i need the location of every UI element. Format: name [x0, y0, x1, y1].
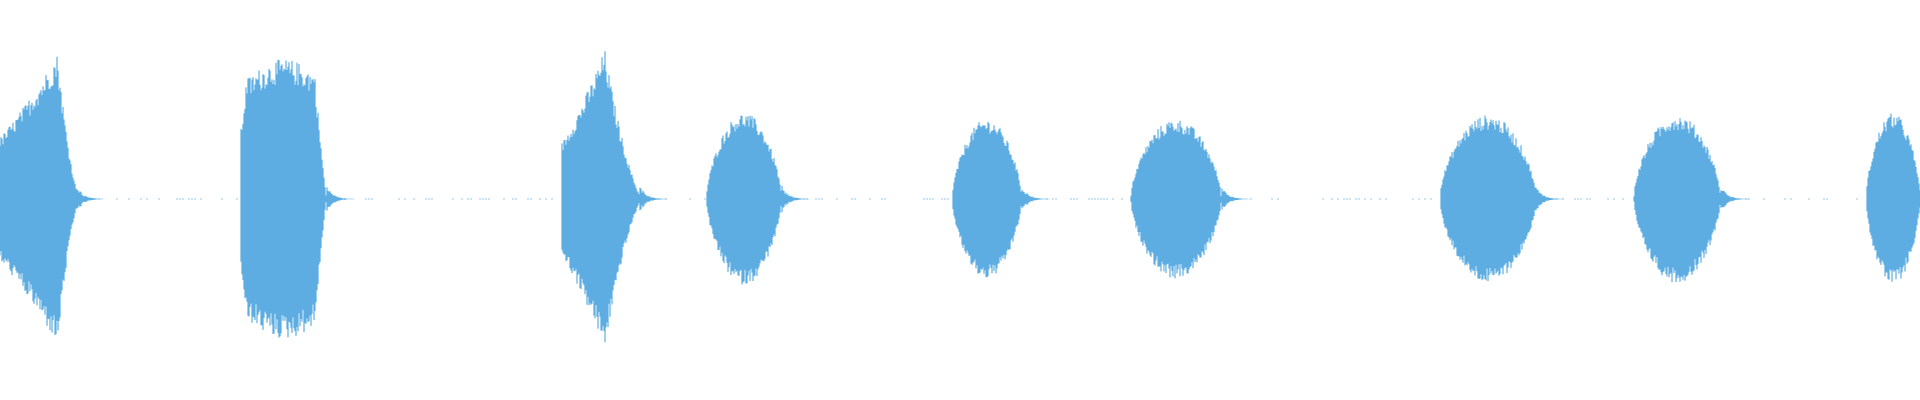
waveform-burst: [240, 59, 355, 338]
waveform-burst: [1866, 113, 1920, 282]
waveform-burst: [0, 56, 105, 335]
waveform-burst: [1633, 118, 1749, 283]
waveform-burst: [706, 115, 810, 285]
waveform-burst: [1440, 115, 1564, 282]
waveform-burst: [561, 51, 668, 343]
waveform-burst: [1130, 120, 1250, 279]
waveform-burst: [952, 122, 1050, 278]
